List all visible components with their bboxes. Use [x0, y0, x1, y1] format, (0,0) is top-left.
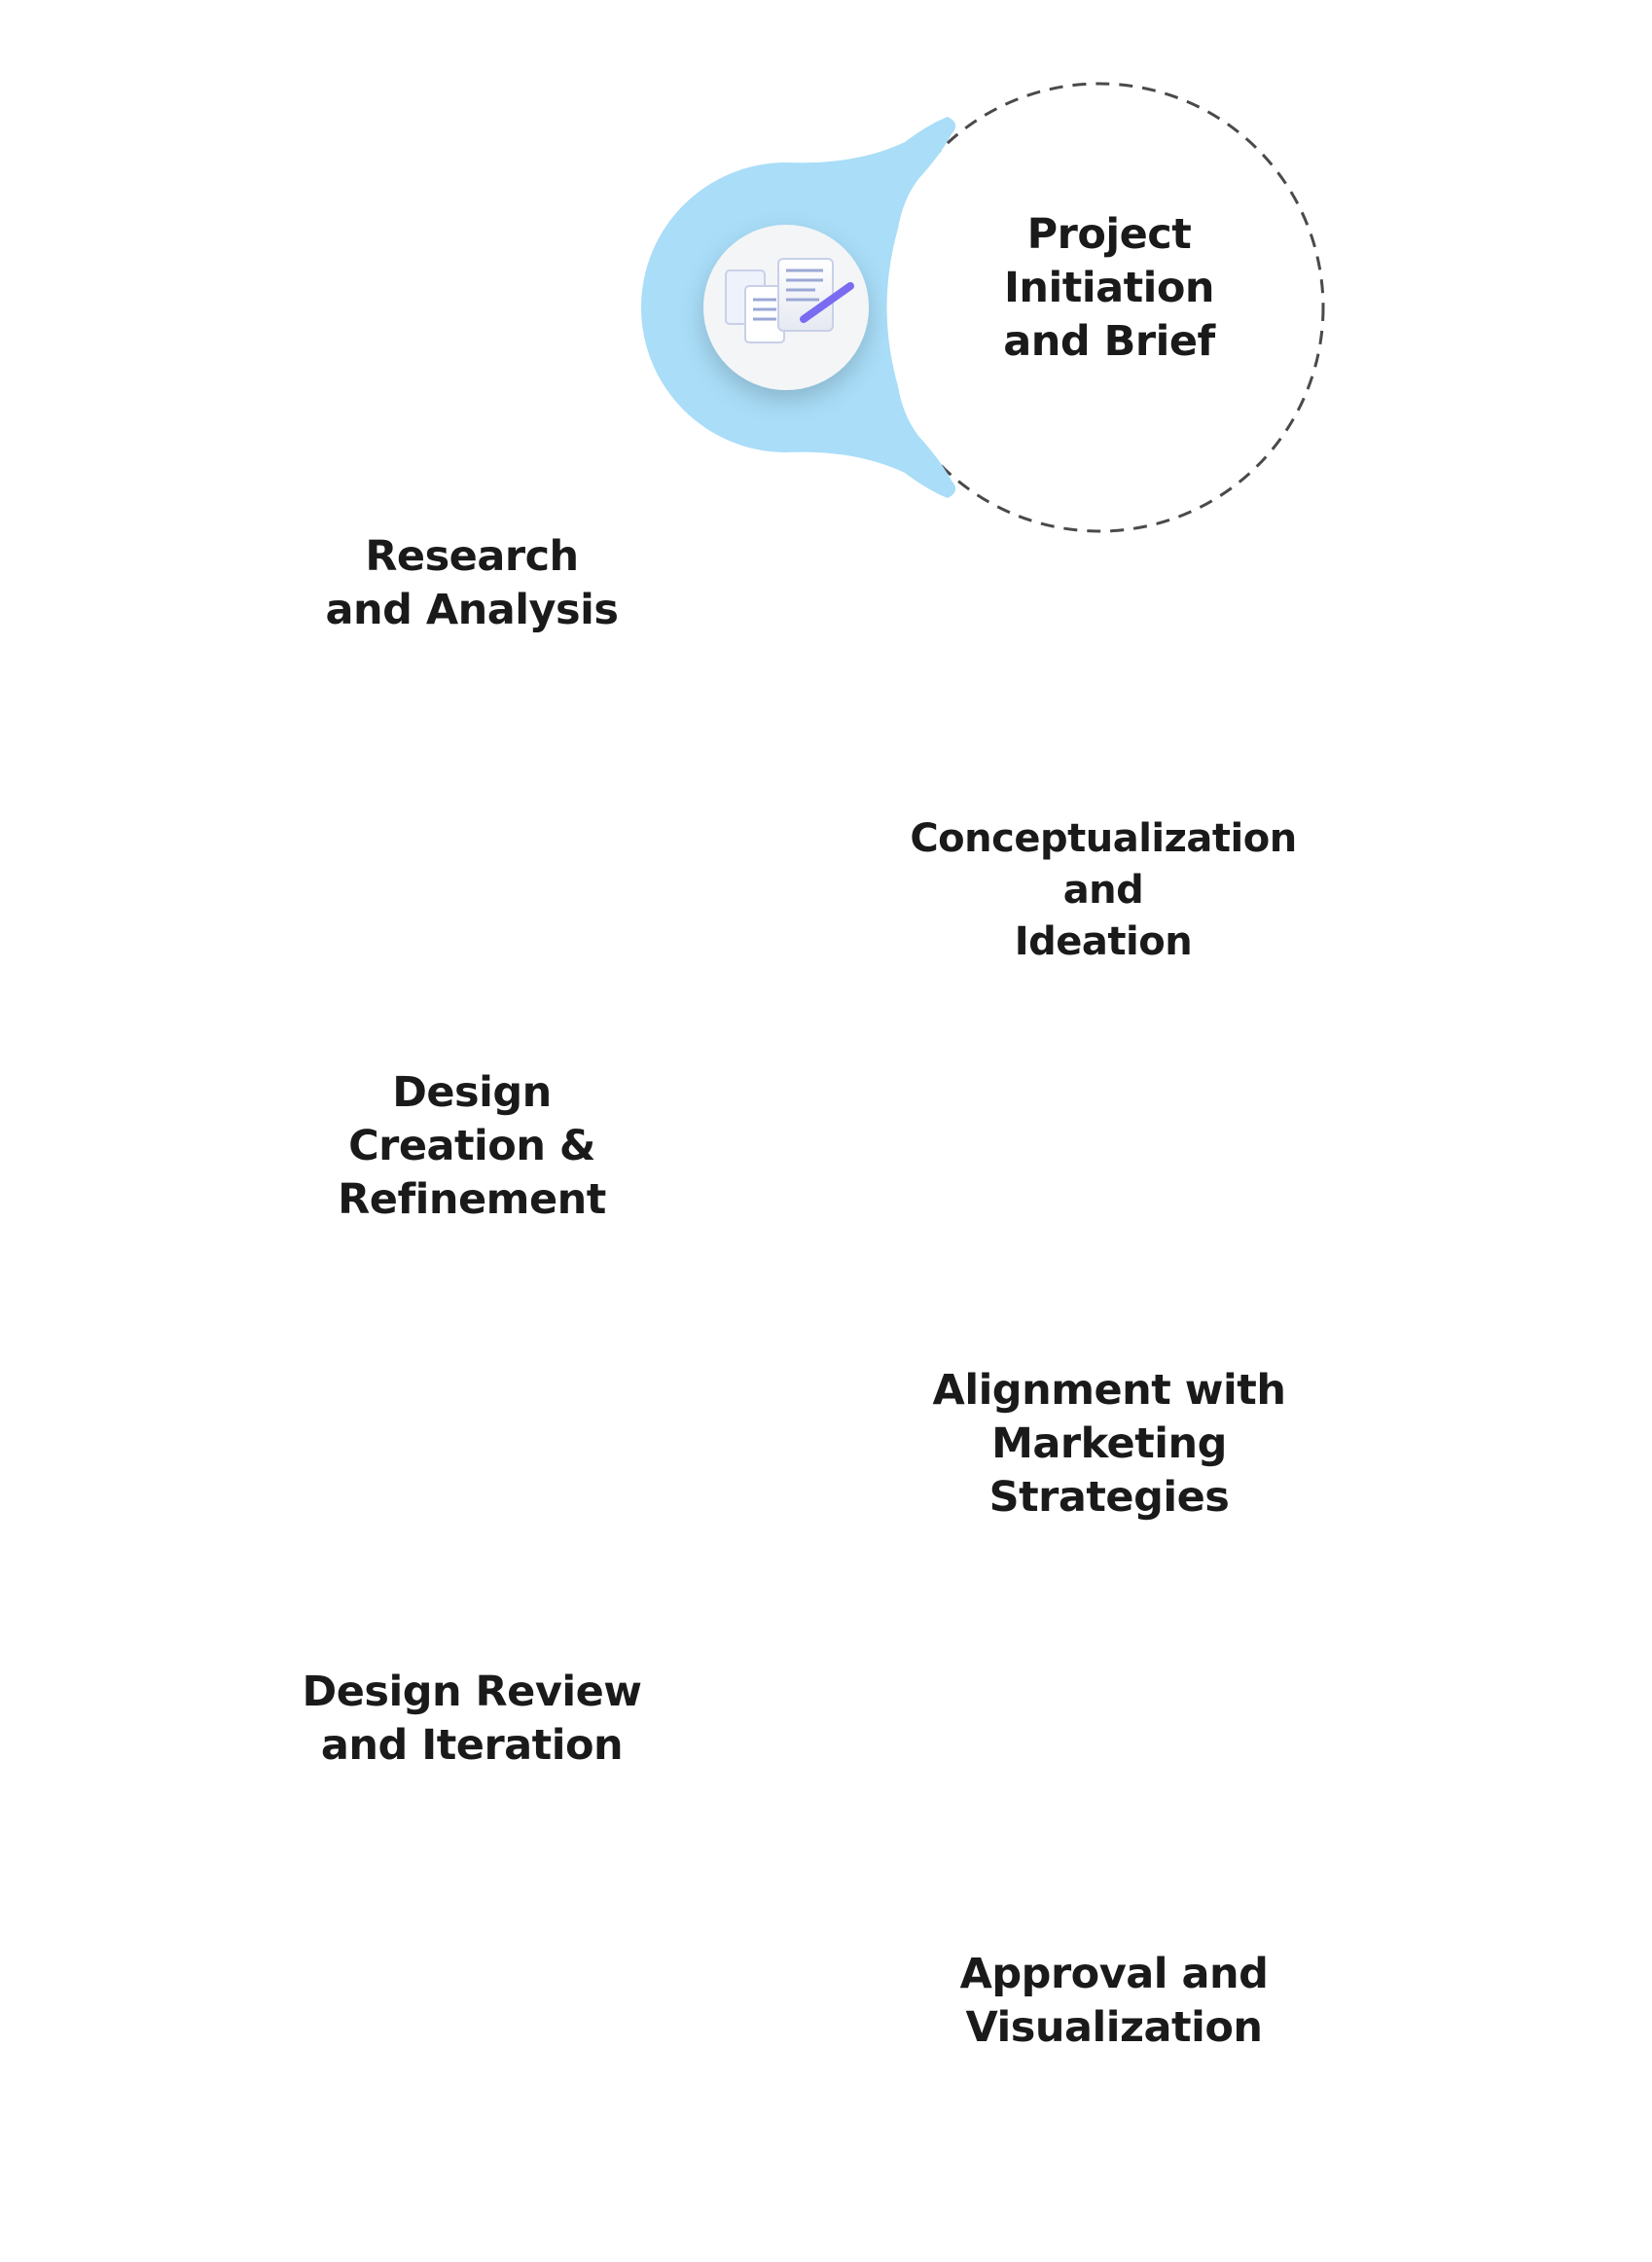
- documents-edit-icon: [725, 258, 854, 343]
- step-4-label: Design Creation & Refinement: [338, 1068, 606, 1224]
- step-2-label: Research and Analysis: [325, 532, 619, 634]
- step-3-label: Conceptualization and Ideation: [910, 816, 1297, 964]
- step-7-label: Approval and Visualization: [959, 1950, 1269, 2052]
- step-1: [641, 82, 1325, 533]
- step-5-label: Alignment with Marketing Strategies: [932, 1366, 1286, 1522]
- step-1-label: Project Initiation and Brief: [1003, 210, 1215, 366]
- step-6-label: Design Review and Iteration: [302, 1668, 643, 1770]
